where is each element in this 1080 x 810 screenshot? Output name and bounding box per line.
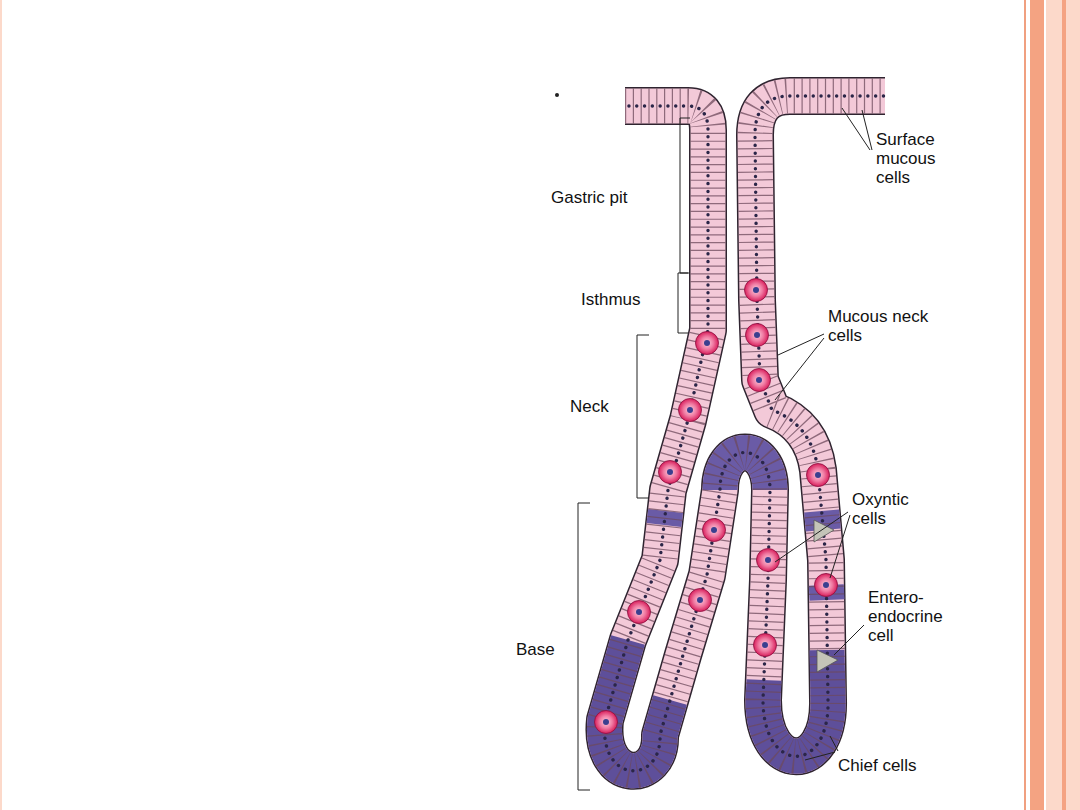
dot <box>555 93 559 97</box>
part-label: Base <box>516 640 555 659</box>
part-label: Entero- endocrine cell <box>868 588 953 645</box>
region-brackets <box>578 118 690 790</box>
slide-border <box>1030 0 1044 810</box>
part-label: Oxyntic cells <box>852 490 932 528</box>
label-position: Gastric pit <box>551 188 628 207</box>
label-position: Entero- endocrine cell <box>868 588 953 645</box>
cell-nuclei <box>604 96 885 771</box>
slide-border <box>0 0 2 810</box>
part-label: Neck <box>570 397 609 416</box>
slide-border <box>1046 0 1080 810</box>
label-position: Base <box>516 640 555 659</box>
mucous-epithelium <box>604 96 885 771</box>
label-position: Chief cells <box>838 756 916 775</box>
part-label: Surface mucous cells <box>876 130 966 187</box>
enteroendocrine-cells <box>814 520 838 672</box>
part-label: Chief cells <box>838 756 916 775</box>
label-position: Surface mucous cells <box>876 130 966 187</box>
label-position: Isthmus <box>581 290 641 309</box>
part-label: Mucous neck cells <box>828 307 948 345</box>
slide-border <box>1024 0 1026 810</box>
slide-border <box>1062 0 1066 810</box>
leader-lines <box>775 108 872 760</box>
oxyntic-cells <box>595 279 838 734</box>
label-position: Mucous neck cells <box>828 307 948 345</box>
epithelium-border <box>604 96 885 771</box>
label-position: Neck <box>570 397 609 416</box>
cell-boundaries <box>604 96 885 771</box>
part-label: Isthmus <box>581 290 641 309</box>
part-label: Gastric pit <box>551 188 628 207</box>
label-position: Oxyntic cells <box>852 490 932 528</box>
